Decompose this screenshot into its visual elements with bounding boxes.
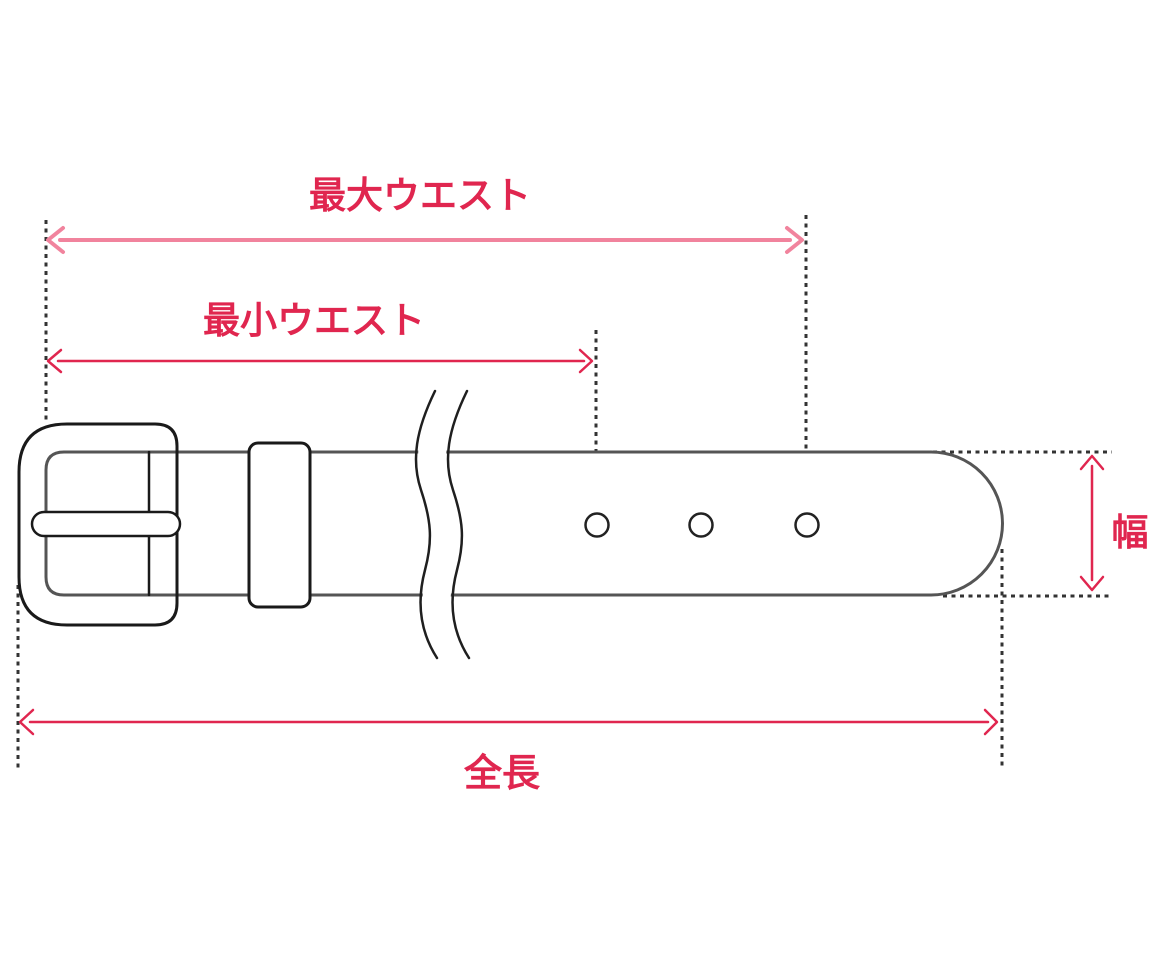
break-wave-right	[446, 389, 471, 660]
width-arrowhead-top	[1079, 454, 1105, 471]
belt-loop	[247, 441, 312, 609]
belt-hole-3	[794, 512, 820, 538]
buckle	[17, 422, 312, 627]
max-waist-label: 最大ウエスト	[309, 174, 531, 217]
min-waist-arrowhead-left	[46, 348, 63, 374]
total-length-arrow	[18, 708, 999, 736]
belt-hole-1	[584, 512, 610, 538]
belt-hole-2	[688, 512, 714, 538]
total-length-label: 全長	[463, 751, 541, 795]
min-waist-arrowhead-right	[578, 348, 594, 374]
max-waist-arrowhead-left	[46, 226, 65, 254]
min-waist-arrow	[46, 348, 594, 374]
buckle-frame	[17, 422, 179, 627]
break-mask	[417, 384, 466, 666]
break-wave-left	[414, 389, 439, 660]
width-label: 幅	[1112, 511, 1149, 554]
belt-holes	[584, 512, 820, 538]
belt-illustration	[17, 384, 1004, 666]
max-waist-arrowhead-right	[785, 226, 804, 254]
total-length-arrowhead-right	[983, 708, 999, 736]
min-waist-label: 最小ウエスト	[203, 299, 425, 342]
total-length-arrowhead-left	[18, 708, 35, 736]
max-waist-arrow	[46, 226, 804, 254]
width-arrowhead-bottom	[1079, 575, 1105, 592]
break-marks	[414, 384, 471, 666]
buckle-prong	[30, 510, 182, 538]
belt-strap	[44, 450, 1004, 597]
width-arrow	[1079, 454, 1105, 592]
measurement-guides	[16, 215, 1112, 770]
